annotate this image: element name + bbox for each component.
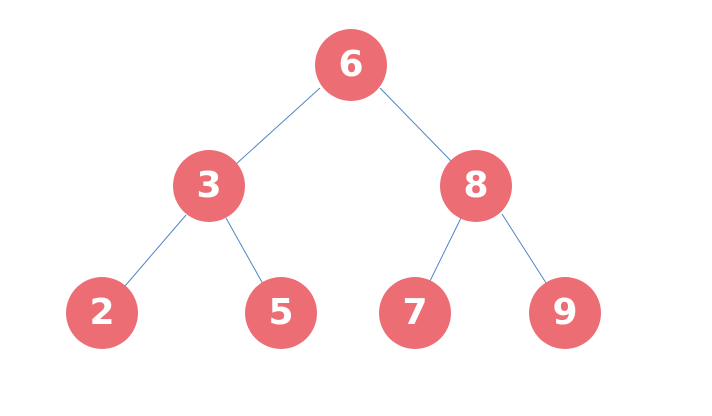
edge-8-9 [501, 213, 549, 287]
node-label: 6 [338, 44, 364, 85]
edge-6-8 [379, 87, 453, 163]
tree-node-6: 6 [315, 29, 387, 101]
node-label: 8 [463, 165, 489, 206]
edge-3-5 [225, 217, 264, 285]
node-label: 7 [402, 292, 428, 333]
edge-6-3 [234, 87, 321, 166]
edge-8-7 [427, 217, 462, 286]
node-label: 5 [268, 292, 294, 333]
tree-node-9: 9 [529, 277, 601, 349]
node-label: 2 [89, 292, 115, 333]
edge-3-2 [124, 214, 187, 287]
node-label: 3 [196, 165, 222, 206]
tree-node-8: 8 [440, 150, 512, 222]
tree-node-3: 3 [173, 150, 245, 222]
tree-node-5: 5 [245, 277, 317, 349]
tree-node-7: 7 [379, 277, 451, 349]
tree-node-2: 2 [66, 277, 138, 349]
node-label: 9 [552, 292, 578, 333]
